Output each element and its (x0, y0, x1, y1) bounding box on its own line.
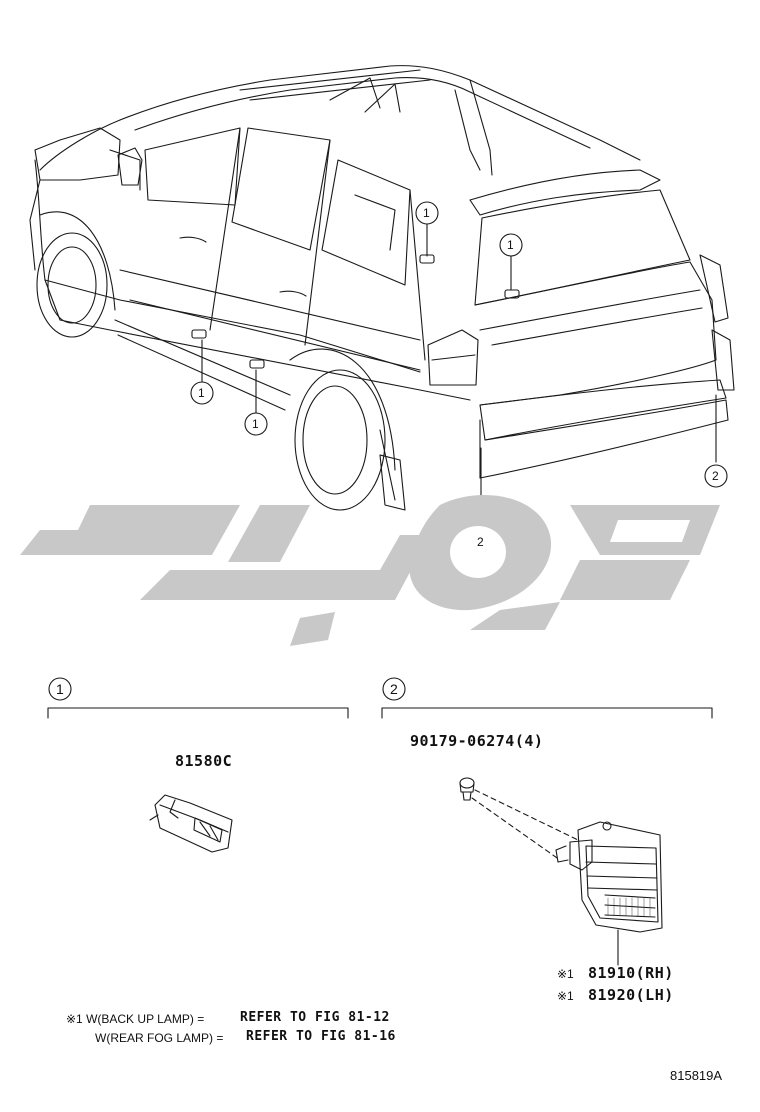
note-2-reference: REFER TO FIG 81-16 (246, 1029, 396, 1044)
callout-circle (499, 233, 523, 257)
callout-label: 1 (423, 206, 430, 220)
note-1-reference: REFER TO FIG 81-12 (240, 1010, 390, 1025)
callout-label: 1 (252, 417, 259, 431)
screw-part (459, 777, 475, 801)
callout-leaders (201, 223, 717, 531)
vehicle-illustration (29, 65, 735, 511)
screw-part-number: 90179-06274(4) (410, 732, 544, 750)
section-bracket-2 (381, 707, 713, 719)
callout-label: 2 (477, 535, 484, 549)
section-1-number: 1 (56, 681, 64, 697)
section-circle-1 (48, 677, 72, 701)
rear-lamp-part (555, 821, 663, 966)
section-bracket-1 (47, 707, 349, 719)
section-circle-2 (382, 677, 406, 701)
note-2-prefix: W(REAR FOG LAMP) = (95, 1031, 224, 1045)
callout-circle (190, 381, 214, 405)
callout-circle (415, 201, 439, 225)
lh-lamp-part-number: 81920(LH) (588, 986, 674, 1004)
callout-circle (704, 464, 728, 488)
watermark-cutouts (450, 520, 690, 578)
rh-lamp-part-number: 81910(RH) (588, 964, 674, 982)
courtesy-lamp-part-number: 81580C (175, 752, 233, 770)
lens-texture (607, 897, 651, 917)
callout-circle (244, 412, 268, 436)
section-2-number: 2 (390, 681, 398, 697)
rh-lamp-note-mark: ※1 (557, 967, 574, 981)
callout-label: 2 (712, 469, 719, 483)
courtesy-lamp-part (149, 794, 233, 853)
callout-label: 1 (507, 238, 514, 252)
figure-id: 815819A (670, 1068, 723, 1083)
note-1-prefix: ※1 W(BACK UP LAMP) = (66, 1012, 205, 1026)
callout-label: 1 (198, 386, 205, 400)
lh-lamp-note-mark: ※1 (557, 989, 574, 1003)
fastening-lines (471, 789, 579, 861)
section-headers (47, 677, 713, 719)
watermark-logo (20, 495, 720, 646)
